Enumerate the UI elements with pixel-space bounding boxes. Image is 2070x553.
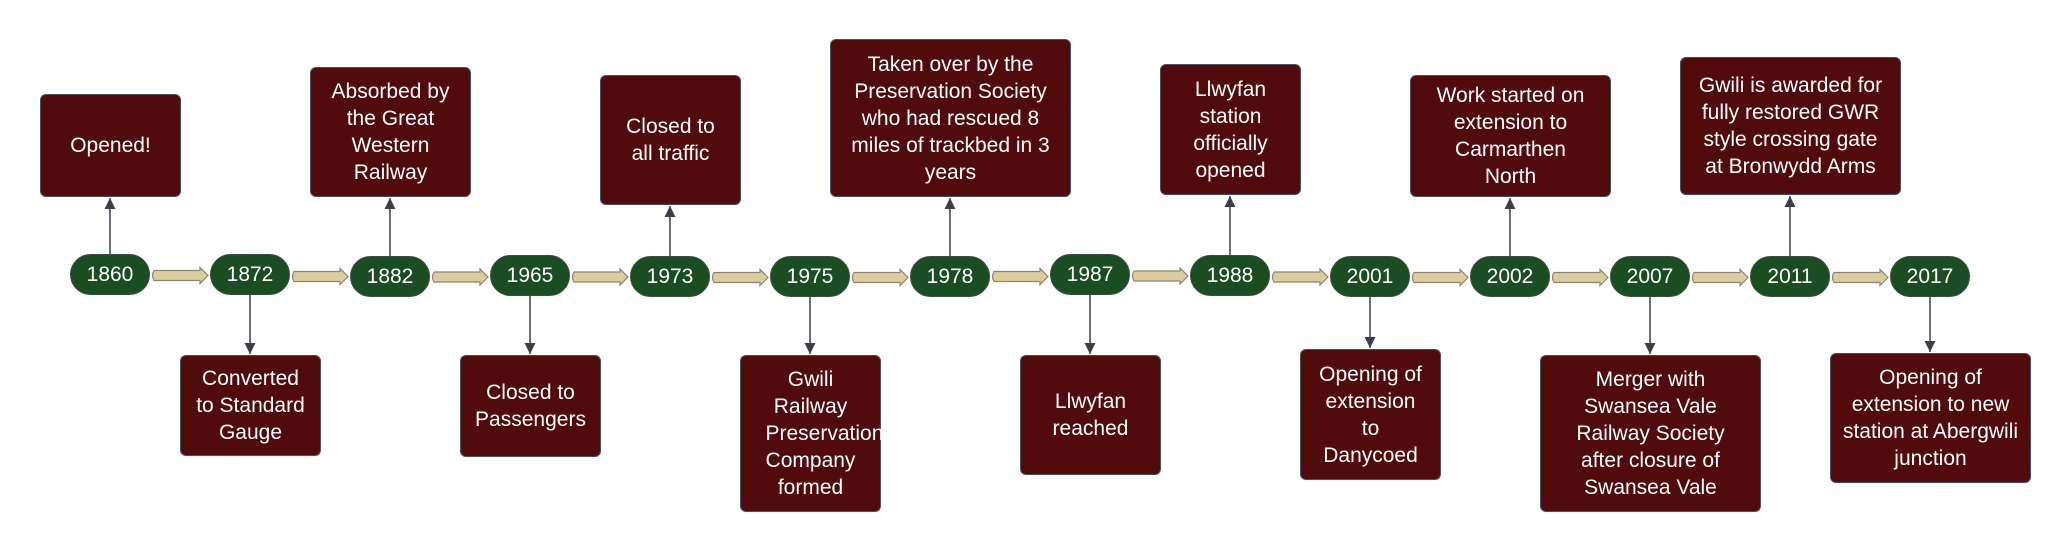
flow-arrow — [431, 267, 489, 287]
event-box-1872: Converted to Standard Gauge — [180, 355, 321, 456]
event-box-1882: Absorbed by the Great Western Railway — [310, 67, 471, 197]
event-box-2007: Merger with Swansea Vale Railway Society… — [1540, 355, 1761, 512]
year-pill-2001: 2001 — [1330, 256, 1410, 297]
year-pill-1882: 1882 — [350, 256, 430, 297]
event-box-2017: Opening of extension to new station at A… — [1830, 353, 2031, 483]
event-box-1988: Llwyfan station officially opened — [1160, 64, 1301, 195]
event-text: Llwyfan station officially opened — [1193, 77, 1268, 182]
year-pill-1872: 1872 — [210, 254, 290, 295]
event-box-1975: Gwili Railway Preservation Company forme… — [740, 355, 884, 512]
year-pill-1988: 1988 — [1190, 255, 1270, 296]
event-text: Opening of extension to Danycoed — [1319, 362, 1422, 467]
event-text: Closed to all traffic — [626, 115, 715, 165]
flow-arrow — [1691, 268, 1749, 287]
flow-arrow — [991, 267, 1049, 286]
event-text: Taken over by the Preservation Society w… — [851, 52, 1050, 184]
event-box-1973: Closed to all traffic — [600, 75, 741, 205]
event-text: Opening of extension to new station at A… — [1842, 366, 2019, 470]
year-pill-1975: 1975 — [770, 256, 850, 297]
event-text: Converted to Standard Gauge — [196, 367, 305, 444]
year-pill-1973: 1973 — [630, 256, 710, 297]
flow-arrow — [1411, 268, 1469, 287]
flow-arrow — [571, 267, 629, 287]
event-text: Llwyfan reached — [1052, 390, 1129, 440]
event-text: Merger with Swansea Vale Railway Society… — [1576, 368, 1725, 499]
event-text: Absorbed by the Great Western Railway — [331, 80, 450, 184]
event-text: Opened! — [70, 134, 151, 157]
event-text: Work started on extension to Carmarthen … — [1436, 84, 1585, 188]
flow-arrow — [291, 267, 349, 286]
flow-arrow — [1271, 267, 1329, 287]
event-text: Closed to Passengers — [475, 381, 586, 431]
event-box-2002: Work started on extension to Carmarthen … — [1410, 75, 1611, 197]
flow-arrow — [1551, 268, 1609, 287]
event-text: Gwili Railway Preservation Company forme… — [765, 368, 884, 499]
year-pill-2017: 2017 — [1890, 256, 1970, 297]
flow-arrow — [151, 266, 209, 285]
year-pill-2002: 2002 — [1470, 256, 1550, 297]
year-pill-2007: 2007 — [1610, 256, 1690, 297]
flow-arrow — [711, 268, 769, 287]
event-box-1965: Closed to Passengers — [460, 355, 601, 457]
year-pill-2011: 2011 — [1750, 256, 1830, 297]
event-box-1987: Llwyfan reached — [1020, 355, 1161, 475]
year-pill-1965: 1965 — [490, 255, 570, 296]
year-pill-1860: 1860 — [70, 254, 150, 295]
flow-arrow — [1831, 268, 1889, 287]
event-box-2011: Gwili is awarded for fully restored GWR … — [1680, 57, 1901, 195]
flow-arrow — [851, 268, 909, 287]
year-pill-1978: 1978 — [910, 256, 990, 297]
event-box-1978: Taken over by the Preservation Society w… — [830, 39, 1071, 197]
flow-arrow — [1131, 266, 1189, 286]
event-box-2001: Opening of extension to Danycoed — [1300, 349, 1441, 480]
event-box-1860: Opened! — [40, 94, 181, 197]
year-pill-1987: 1987 — [1050, 254, 1130, 295]
event-text: Gwili is awarded for fully restored GWR … — [1698, 74, 1883, 178]
